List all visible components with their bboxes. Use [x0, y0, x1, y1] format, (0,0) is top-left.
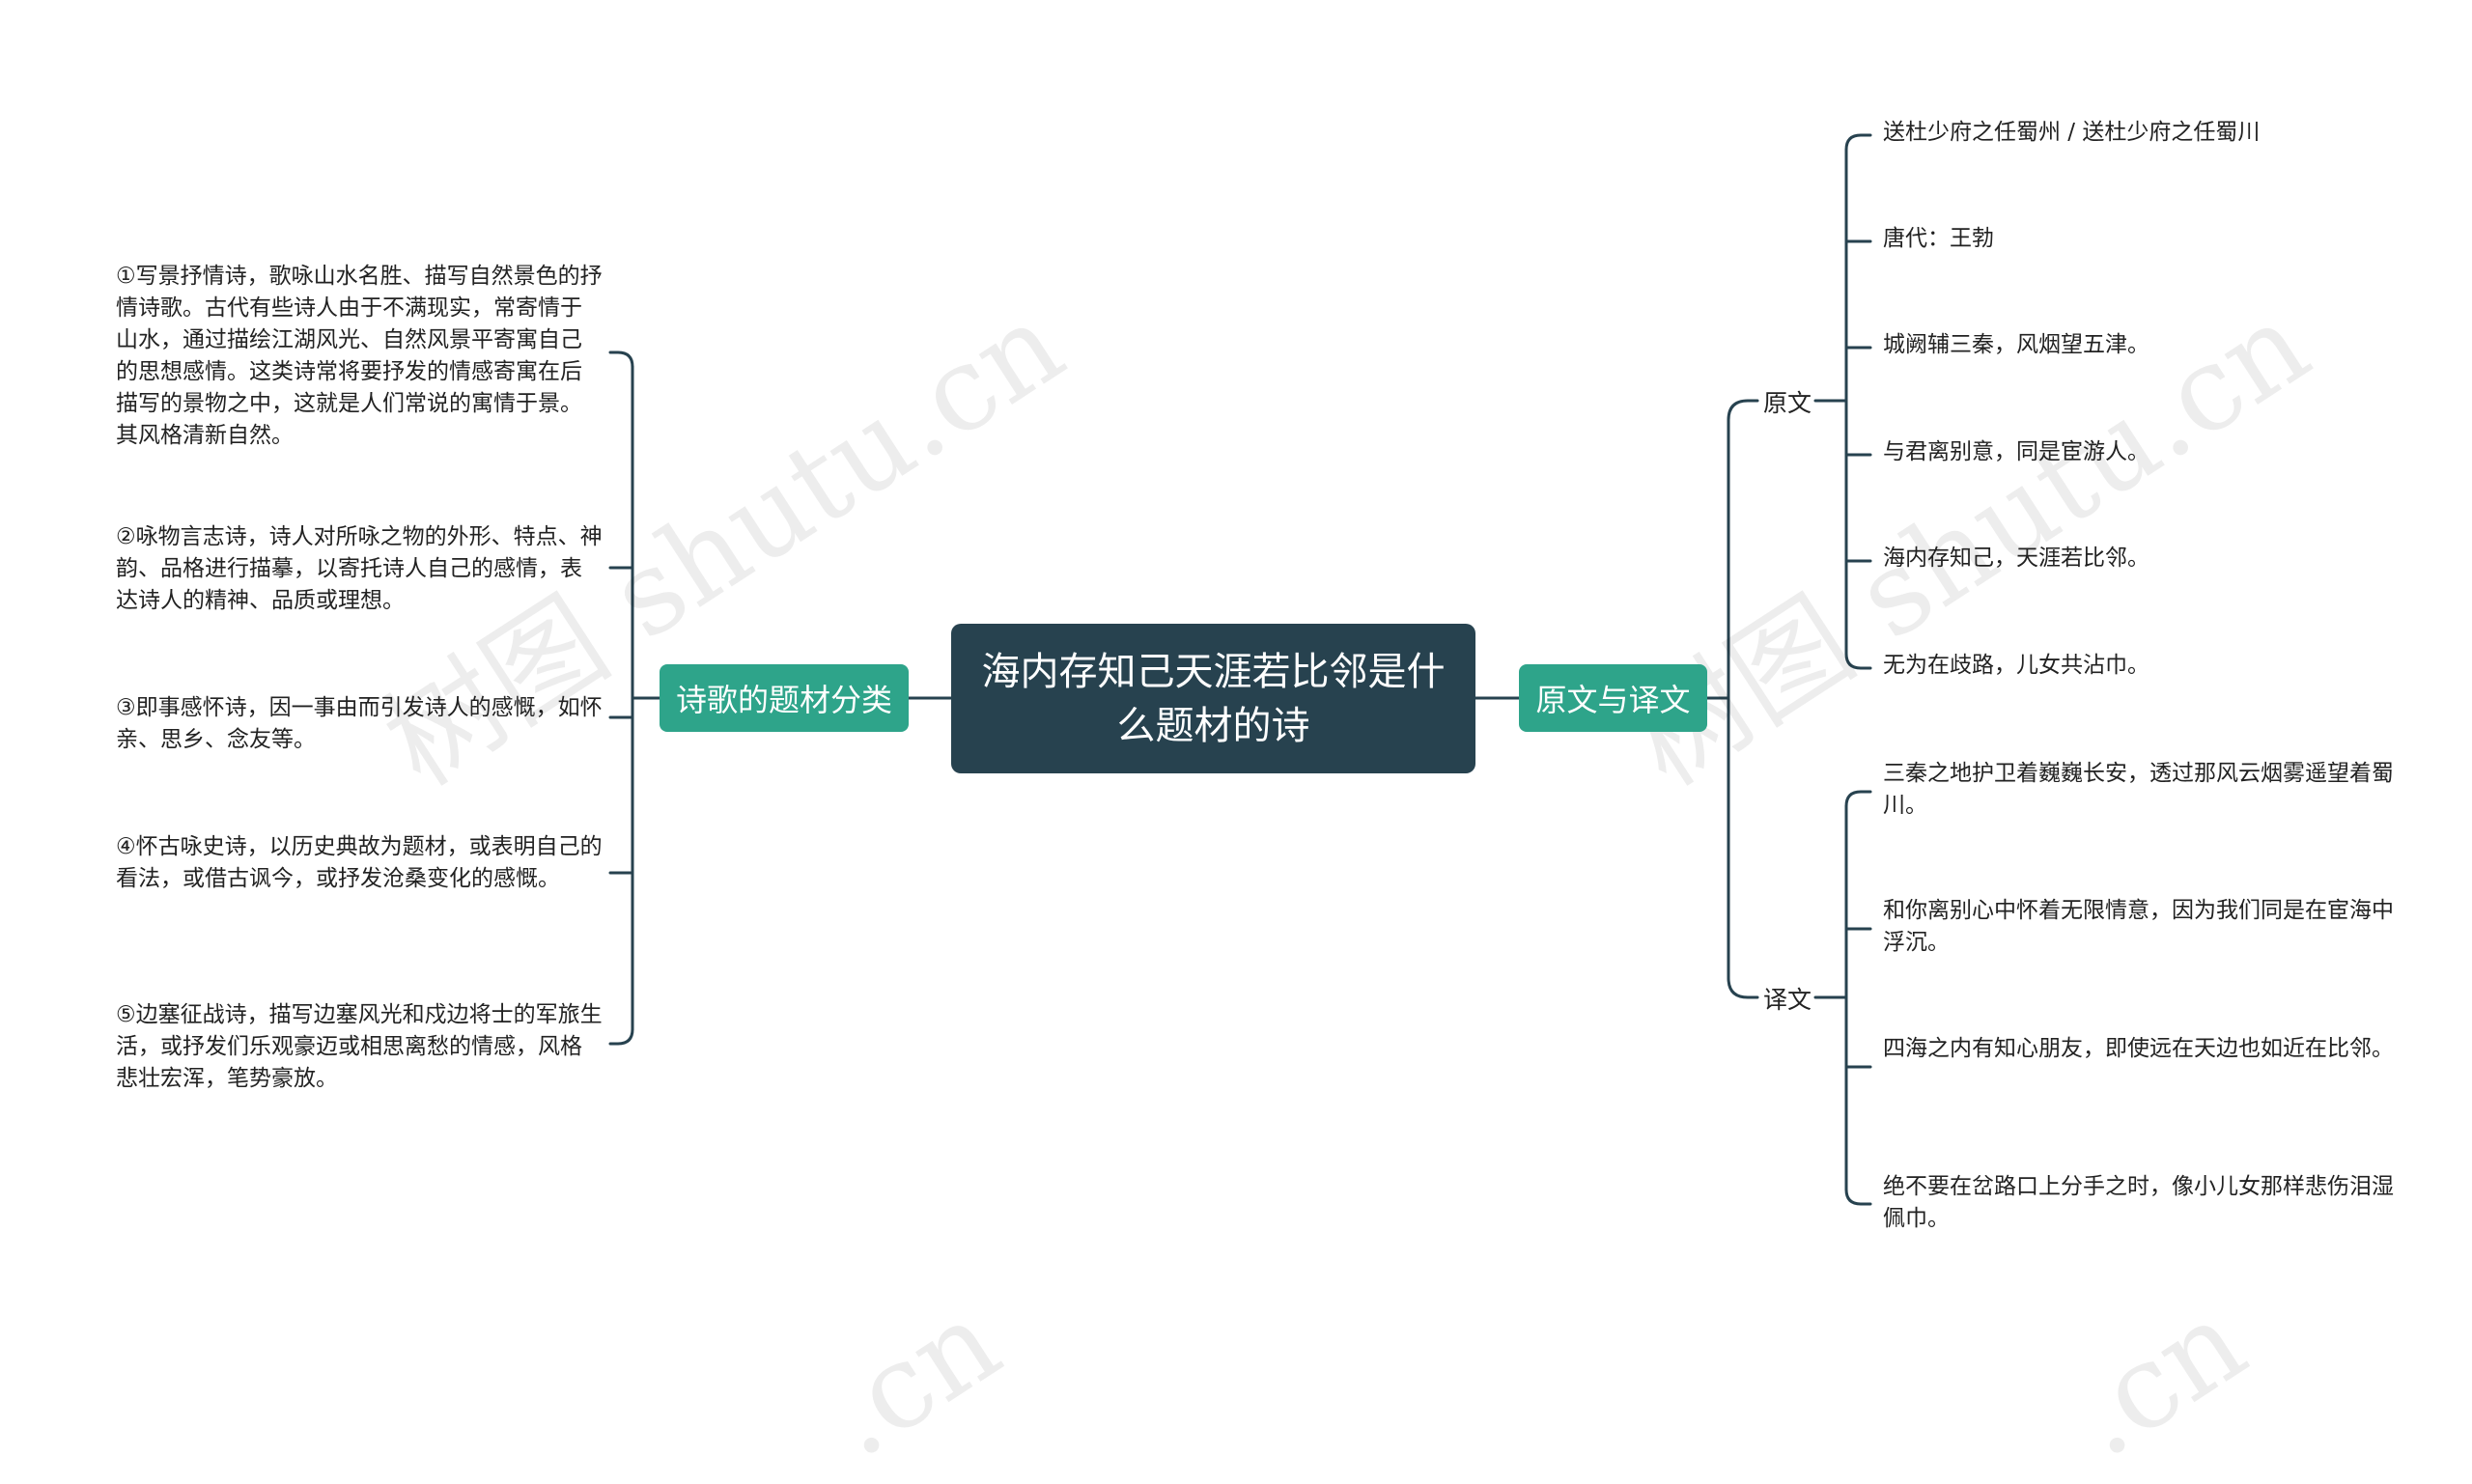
leaf-text: 城阙辅三秦，风烟望五津。: [1883, 332, 2149, 357]
leaf-translation-1[interactable]: 三秦之地护卫着巍巍长安，透过那风云烟雾遥望着蜀川。: [1883, 758, 2395, 822]
leaf-original-3[interactable]: 城阙辅三秦，风烟望五津。: [1883, 329, 2395, 361]
sub-label: 译文: [1763, 986, 1812, 1014]
leaf-text: 海内存知己，天涯若比邻。: [1883, 546, 2149, 571]
leaf-original-5[interactable]: 海内存知己，天涯若比邻。: [1883, 543, 2395, 574]
leaf-text: ⑤边塞征战诗，描写边塞风光和戍边将士的军旅生活，或抒发们乐观豪迈或相思离愁的情感…: [116, 1002, 603, 1091]
leaf-translation-3[interactable]: 四海之内有知心朋友，即使远在天边也如近在比邻。: [1883, 1033, 2395, 1065]
leaf-text: ④怀古咏史诗，以历史典故为题材，或表明自己的看法，或借古讽今，或抒发沧桑变化的感…: [116, 834, 603, 891]
branch-label: 原文与译文: [1535, 682, 1691, 718]
sub-original[interactable]: 原文: [1763, 384, 1812, 419]
leaf-original-2[interactable]: 唐代：王勃: [1883, 223, 2395, 255]
leaf-text: 四海之内有知心朋友，即使远在天边也如近在比邻。: [1883, 1036, 2394, 1061]
leaf-text: 送杜少府之任蜀州 / 送杜少府之任蜀川: [1883, 120, 2261, 145]
sub-label: 原文: [1763, 389, 1812, 417]
branch-original-translation[interactable]: 原文与译文: [1519, 664, 1707, 732]
leaf-text: ②咏物言志诗，诗人对所咏之物的外形、特点、神韵、品格进行描摹，以寄托诗人自己的感…: [116, 524, 603, 613]
leaf-original-4[interactable]: 与君离别意，同是宦游人。: [1883, 436, 2395, 468]
root-topic-label: 海内存知己天涯若比邻是什么题材的诗: [981, 649, 1446, 748]
root-topic[interactable]: 海内存知己天涯若比邻是什么题材的诗: [951, 624, 1475, 773]
leaf-category-5[interactable]: ⑤边塞征战诗，描写边塞风光和戍边将士的军旅生活，或抒发们乐观豪迈或相思离愁的情感…: [116, 999, 604, 1095]
sub-translation[interactable]: 译文: [1763, 981, 1812, 1016]
leaf-original-6[interactable]: 无为在歧路，儿女共沾巾。: [1883, 650, 2395, 682]
leaf-text: 和你离别心中怀着无限情意，因为我们同是在宦海中浮沉。: [1883, 898, 2394, 955]
leaf-category-3[interactable]: ③即事感怀诗，因一事由而引发诗人的感慨，如怀亲、思乡、念友等。: [116, 692, 604, 756]
leaf-original-1[interactable]: 送杜少府之任蜀州 / 送杜少府之任蜀川: [1883, 117, 2395, 149]
leaf-text: 与君离别意，同是宦游人。: [1883, 439, 2149, 464]
leaf-text: 唐代：王勃: [1883, 226, 1994, 251]
branch-poetry-categories[interactable]: 诗歌的题材分类: [660, 664, 909, 732]
leaf-text: 无为在歧路，儿女共沾巾。: [1883, 653, 2149, 678]
leaf-text: 三秦之地护卫着巍巍长安，透过那风云烟雾遥望着蜀川。: [1883, 761, 2394, 818]
leaf-translation-2[interactable]: 和你离别心中怀着无限情意，因为我们同是在宦海中浮沉。: [1883, 895, 2395, 959]
leaf-category-2[interactable]: ②咏物言志诗，诗人对所咏之物的外形、特点、神韵、品格进行描摹，以寄托诗人自己的感…: [116, 521, 604, 617]
leaf-text: ③即事感怀诗，因一事由而引发诗人的感慨，如怀亲、思乡、念友等。: [116, 695, 603, 752]
branch-label: 诗歌的题材分类: [675, 682, 892, 718]
connector-lines: [608, 133, 1872, 1206]
leaf-translation-4[interactable]: 绝不要在岔路口上分手之时，像小儿女那样悲伤泪湿佩巾。: [1883, 1171, 2395, 1235]
leaf-text: ①写景抒情诗，歌咏山水名胜、描写自然景色的抒情诗歌。古代有些诗人由于不满现实，常…: [116, 264, 603, 448]
leaf-category-4[interactable]: ④怀古咏史诗，以历史典故为题材，或表明自己的看法，或借古讽今，或抒发沧桑变化的感…: [116, 831, 604, 895]
leaf-text: 绝不要在岔路口上分手之时，像小儿女那样悲伤泪湿佩巾。: [1883, 1174, 2394, 1231]
leaf-category-1[interactable]: ①写景抒情诗，歌咏山水名胜、描写自然景色的抒情诗歌。古代有些诗人由于不满现实，常…: [116, 261, 604, 452]
